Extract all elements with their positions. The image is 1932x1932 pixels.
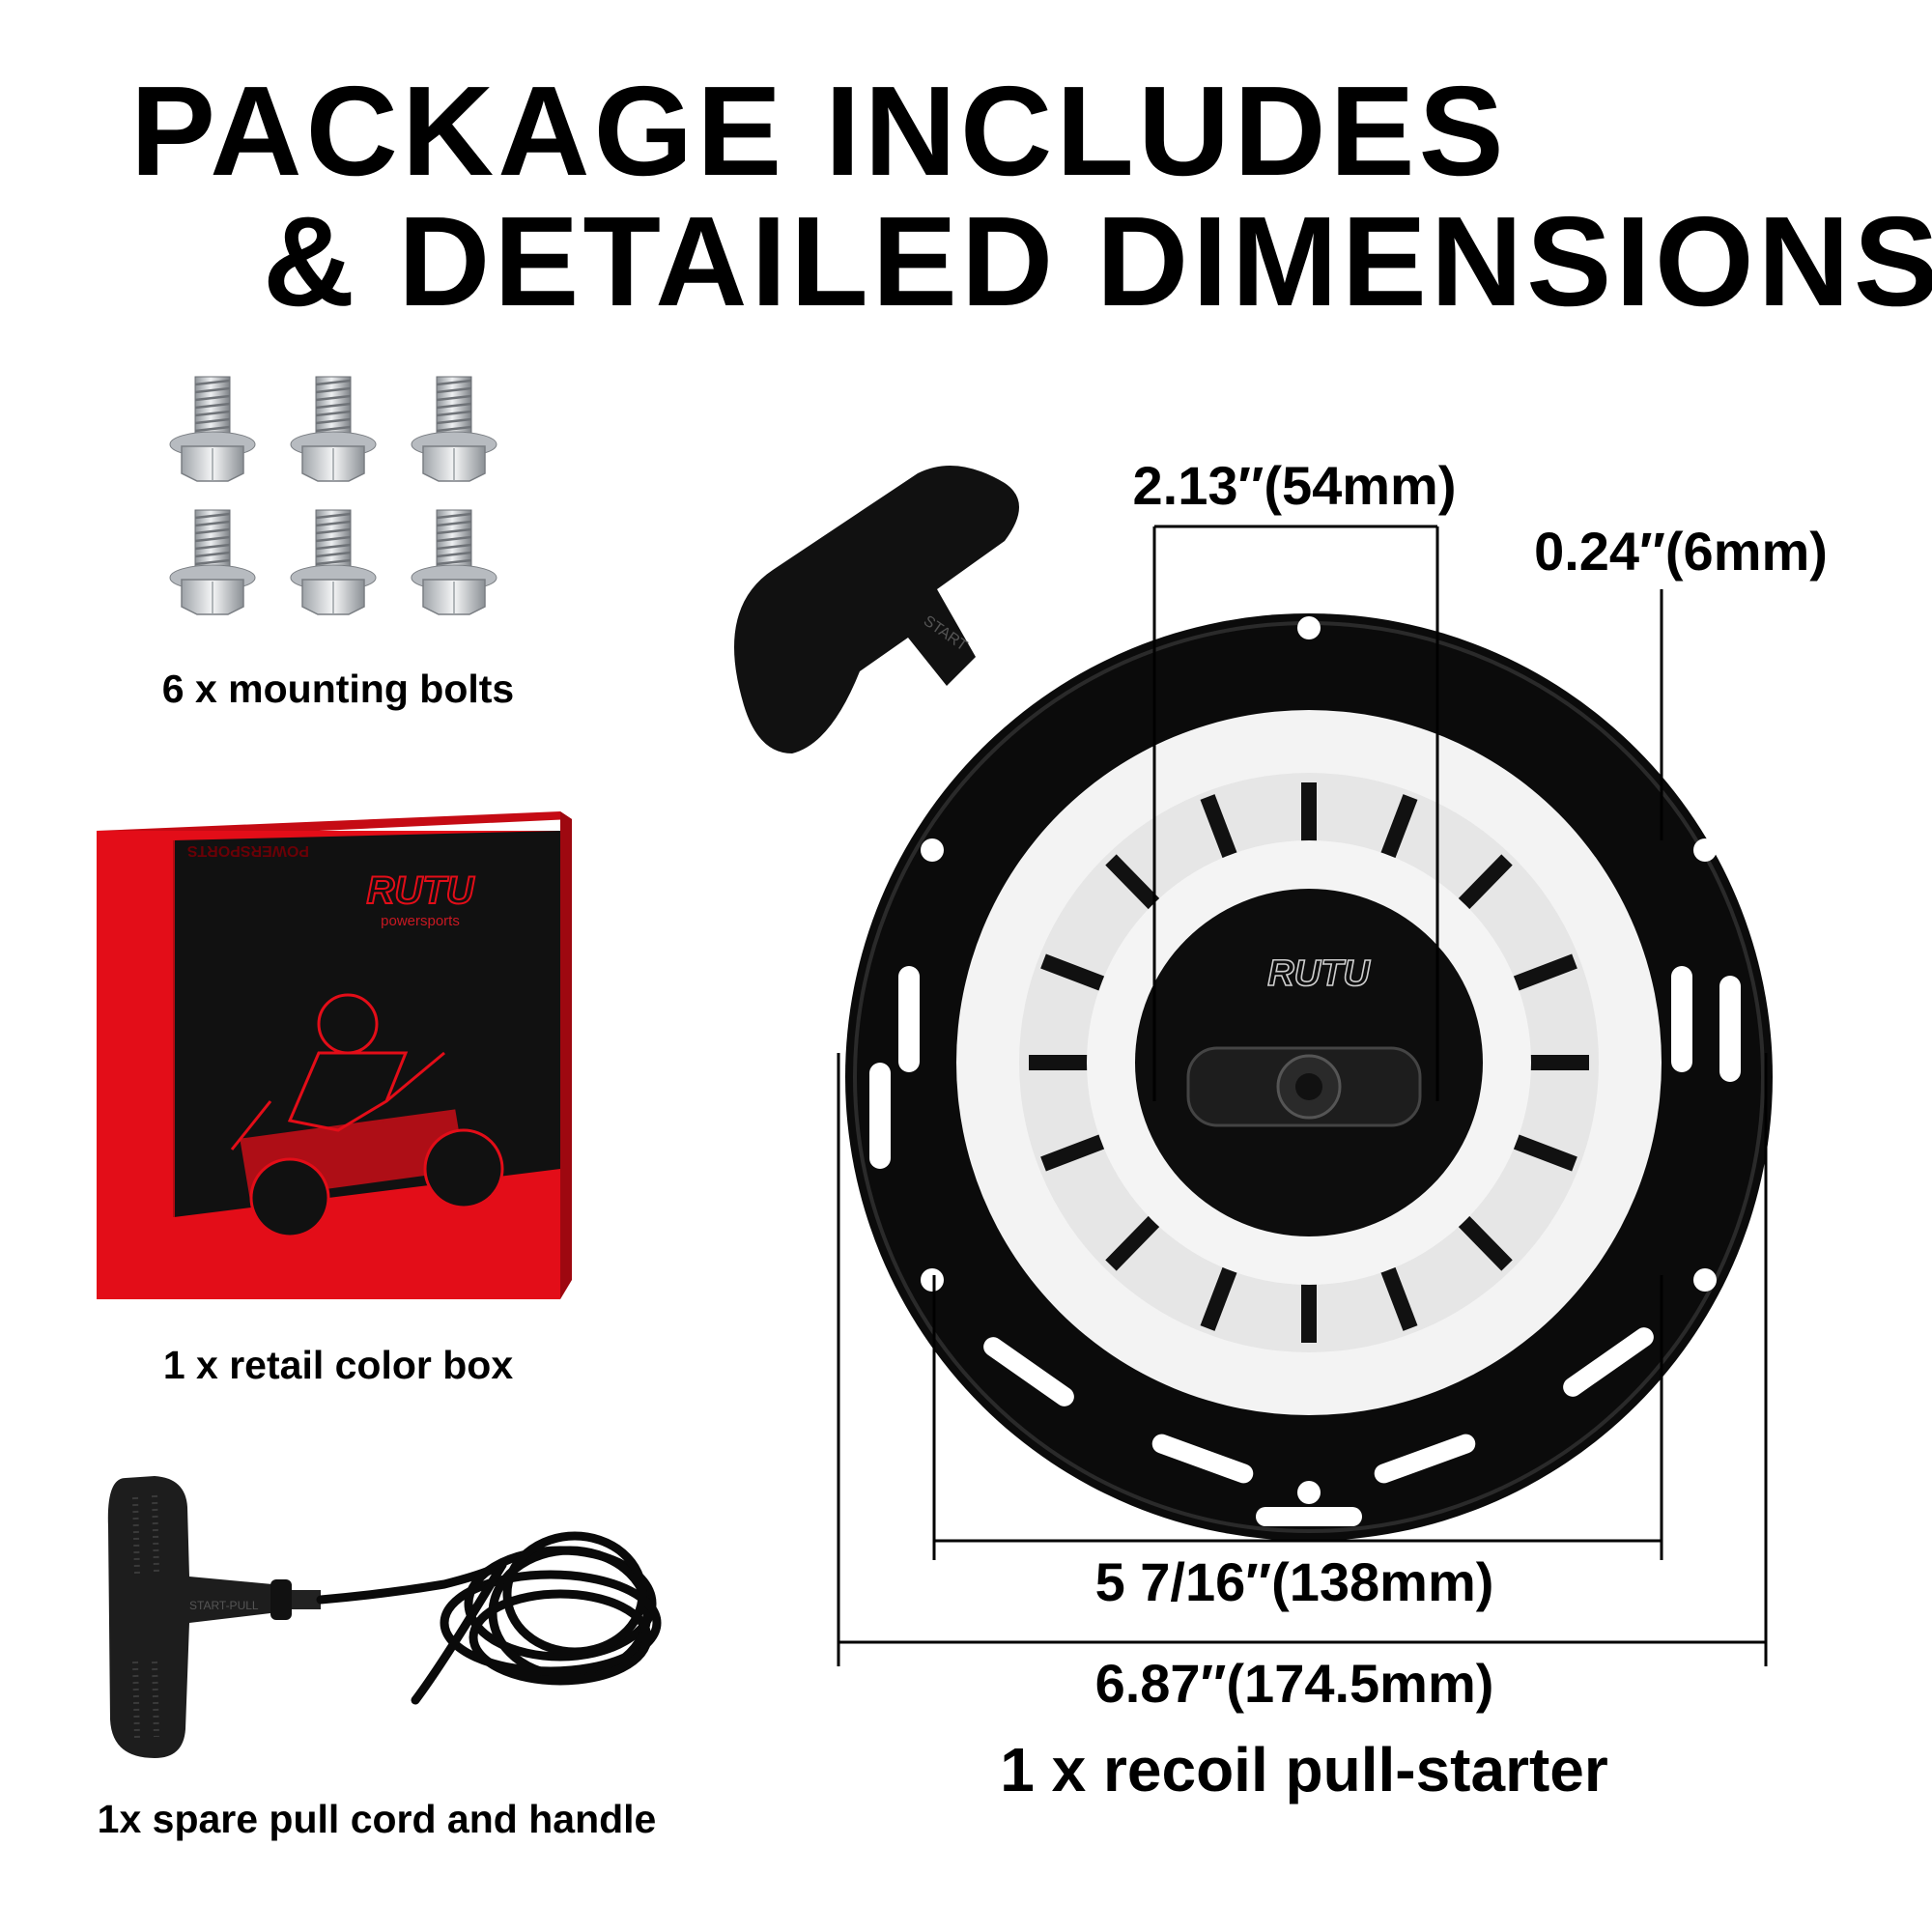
spare-cord-caption: 1x spare pull cord and handle	[97, 1797, 657, 1841]
dim-hole-spacing: 5 7/16″(138mm)	[1094, 1551, 1494, 1612]
title-line-1: PACKAGE INCLUDES	[130, 60, 1508, 202]
retail-box-icon: POWERSPORTS RUTU powersports	[97, 811, 572, 1299]
vent-slots	[869, 658, 1741, 1526]
title-line-2: & DETAILED DIMENSIONS	[263, 190, 1932, 332]
box-caption: 1 x retail color box	[162, 1343, 514, 1387]
spare-handle-text: START-PULL	[189, 1599, 259, 1612]
hub-brand-logo: RUTU	[1267, 953, 1371, 994]
dim-hub-width: 2.13″(54mm)	[1132, 455, 1457, 516]
recoil-starter-icon: START	[734, 466, 1773, 1541]
starter-caption: 1 x recoil pull-starter	[1000, 1735, 1608, 1804]
pull-handle-icon: START-PULL	[107, 1476, 662, 1758]
atv-rider-graphic	[230, 993, 504, 1238]
dim-hole-diameter: 0.24″(6mm)	[1534, 521, 1828, 582]
handle-shape	[734, 466, 1019, 753]
bolts-caption: 6 x mounting bolts	[161, 667, 515, 711]
box-brand-sub: powersports	[381, 913, 460, 929]
box-brand-logo: RUTU	[366, 869, 474, 912]
mounting-holes	[921, 616, 1717, 1504]
box-side-text: POWERSPORTS	[186, 842, 309, 859]
dim-overall-diameter: 6.87″(174.5mm)	[1094, 1653, 1494, 1714]
